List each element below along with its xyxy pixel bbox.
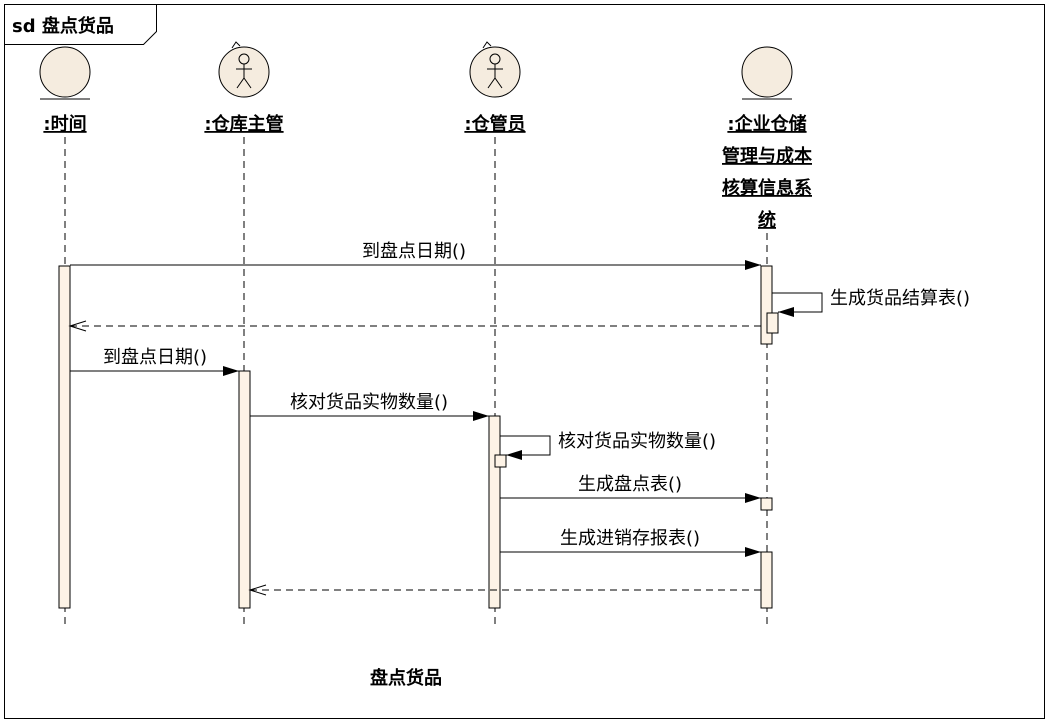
activation-bar (760, 551, 773, 609)
lifeline-warehouse-clerk: :仓管员 (464, 41, 526, 625)
self-call-activation (494, 454, 507, 468)
entity-icon (741, 46, 793, 98)
activation-bar (760, 497, 773, 511)
lifeline-system: :企业仓储 管理与成本 核算信息系 统 (722, 46, 812, 625)
message-label: 生成盘点表() (578, 474, 682, 495)
lifeline-name-line-3: 核算信息系 (722, 177, 812, 199)
lifeline-time: :时间 (39, 46, 91, 625)
return-message-arrow (68, 320, 761, 332)
diagram-caption: 盘点货品 (370, 667, 442, 689)
message-arrow: 生成进销存报表() (500, 528, 761, 557)
message-arrow: 生成盘点表() (500, 474, 761, 503)
activation-bar (58, 265, 71, 609)
lifeline-name-line-1: :企业仓储 (727, 113, 806, 135)
message-label: 到盘点日期() (103, 347, 207, 368)
frame-title-tab (4, 4, 157, 45)
activation-bar (238, 370, 251, 609)
message-label: 核对货品实物数量() (290, 392, 448, 413)
message-arrow: 核对货品实物数量() (250, 392, 489, 421)
lifeline-name: :仓管员 (464, 113, 525, 135)
lifeline-warehouse-manager: :仓库主管 (204, 41, 284, 625)
message-label: 到盘点日期() (362, 241, 466, 262)
message-arrow: 到盘点日期() (70, 241, 761, 270)
message-label: 生成进销存报表() (560, 528, 700, 549)
lifeline-name: :时间 (43, 114, 86, 135)
lifeline-name-line-2: 管理与成本 (722, 145, 812, 167)
diagram-frame (4, 4, 1045, 719)
lifeline-name: :仓库主管 (204, 113, 283, 135)
activation-bar (760, 265, 773, 345)
self-message-arrow: 生成货品结算表() (772, 288, 970, 317)
message-label: 核对货品实物数量() (558, 431, 716, 452)
message-label: 生成货品结算表() (830, 288, 970, 309)
lifeline-name-line-4: 统 (758, 209, 776, 231)
self-message-arrow: 核对货品实物数量() (500, 431, 716, 460)
self-call-activation (766, 312, 779, 334)
return-message-arrow (248, 584, 761, 596)
message-arrow: 到盘点日期() (70, 347, 239, 376)
activation-bar (488, 415, 501, 609)
frame-title: sd 盘点货品 (12, 15, 114, 37)
entity-icon (39, 46, 91, 98)
